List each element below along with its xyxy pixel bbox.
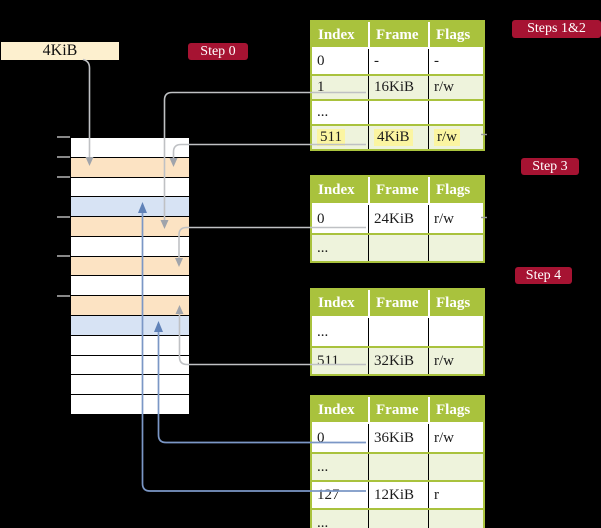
table-row: ...: [312, 452, 483, 480]
memory-frame-plain: [71, 394, 189, 414]
table-cell: 511: [312, 126, 368, 149]
memory-frame-mapped: [71, 196, 189, 217]
column-header: Flags: [428, 22, 483, 47]
table-cell: r/w: [428, 424, 483, 452]
table-cell: ...: [317, 458, 329, 475]
column-header: Frame: [368, 397, 428, 422]
address-tick: [57, 156, 70, 158]
column-header: Index: [318, 26, 355, 43]
table-cell: 0: [317, 53, 325, 69]
table-cell: r/w: [428, 205, 483, 233]
frame-address-box: 4KiB: [1, 42, 119, 60]
table-cell: 36KiB: [368, 424, 428, 452]
highlighted-value: 4KiB: [374, 129, 413, 146]
table-cell: -: [428, 49, 483, 74]
table-row: 0 --: [312, 49, 483, 74]
table-cell: [368, 101, 428, 124]
memory-frame-plain: [71, 176, 189, 197]
memory-frame-plain: [71, 334, 189, 355]
column-header: Frame: [368, 290, 428, 316]
table-cell: r: [428, 482, 483, 508]
address-tick: [57, 136, 70, 138]
table-cell: r/w: [428, 76, 483, 99]
table-cell: r/w: [428, 126, 483, 149]
table-cell: 511: [317, 352, 339, 369]
table-cell: 0: [317, 210, 325, 227]
table-cell: -: [368, 49, 428, 74]
table-cell: 24KiB: [368, 205, 428, 233]
table-cell: [368, 235, 428, 261]
table-cell: 16KiB: [368, 76, 428, 99]
table-cell: [428, 454, 483, 480]
badge-step-0: Step 0: [188, 43, 248, 60]
memory-frame-table: [71, 255, 189, 276]
table-cell: 32KiB: [368, 348, 428, 374]
table-cell: ...: [317, 323, 329, 340]
badge-steps-1-2: Steps 1&2: [512, 20, 601, 38]
address-tick: [57, 215, 70, 218]
table-cell: [368, 454, 428, 480]
table-cell: r/w: [428, 348, 483, 374]
table-cell: 1: [317, 79, 325, 95]
badge-step-4: Step 4: [515, 267, 572, 284]
table-cell: ...: [317, 239, 329, 256]
address-tick: [57, 295, 70, 297]
memory-frame-table: [71, 295, 189, 316]
badge-step-3: Step 3: [521, 158, 579, 175]
table-row: ...: [312, 233, 483, 261]
address-tick: [57, 255, 70, 257]
table-cell: [428, 510, 483, 528]
column-header: Flags: [428, 397, 483, 422]
table-row: ...: [312, 508, 483, 528]
table-cell: ...: [317, 514, 329, 528]
physical-memory-column: [70, 137, 190, 415]
table-cell: [428, 318, 483, 346]
memory-frame-plain: [71, 354, 189, 375]
column-header: Index: [318, 295, 355, 311]
column-header: Flags: [428, 290, 483, 316]
address-tick: [57, 175, 70, 178]
column-header: Frame: [368, 22, 428, 47]
column-header: Index: [318, 401, 355, 418]
memory-frame-plain: [71, 138, 189, 157]
table-cell: 4KiB: [368, 126, 428, 149]
table-row: ...: [312, 318, 483, 346]
table-cell: [428, 101, 483, 124]
table-cell: [368, 510, 428, 528]
memory-frame-table: [71, 156, 189, 177]
table-cell: [368, 318, 428, 346]
memory-frame-plain: [71, 275, 189, 296]
highlighted-value: r/w: [434, 129, 460, 146]
table-row: ...: [312, 99, 483, 124]
memory-frame-plain: [71, 235, 189, 256]
column-header: Flags: [428, 177, 483, 203]
table-cell: 12KiB: [368, 482, 428, 508]
table-row: 511 4KiB r/w: [312, 124, 483, 149]
table-cell: 127: [317, 486, 340, 503]
table-cell: [428, 235, 483, 261]
column-header: Frame: [368, 177, 428, 203]
memory-frame-mapped: [71, 315, 189, 335]
memory-frame-table: [71, 216, 189, 236]
highlighted-value: 511: [317, 129, 345, 146]
column-header: Index: [318, 182, 355, 198]
table-cell: 0: [317, 429, 325, 446]
table-cell: ...: [317, 104, 329, 120]
memory-frame-plain: [71, 374, 189, 395]
